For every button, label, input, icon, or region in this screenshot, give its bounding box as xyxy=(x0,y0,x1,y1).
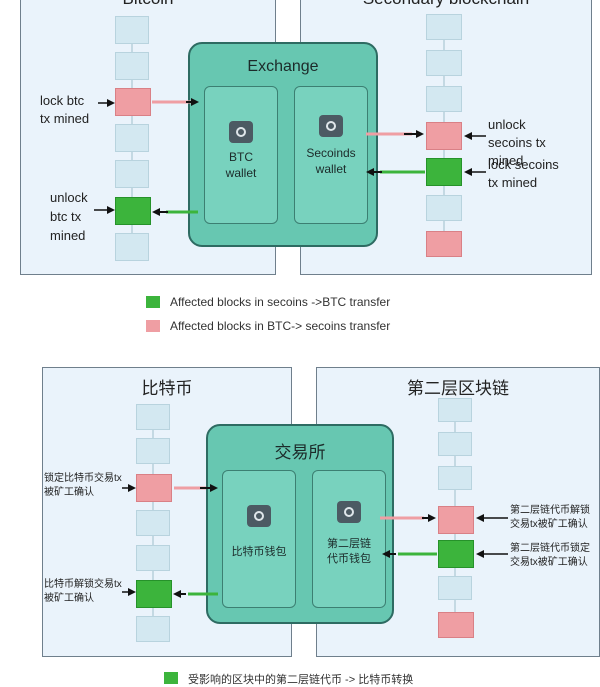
block-unlock-btc-cn xyxy=(136,580,172,608)
legend-green-text: Affected blocks in secoins ->BTC transfe… xyxy=(170,295,391,309)
unlock-secoins-label-cn: 第二层链代币解锁交易tx被矿工确认 xyxy=(510,505,590,530)
bitcoin-panel-title-cn: 比特币 xyxy=(141,379,193,398)
legend-green-text-cn: 受影响的区块中的第二层链代币 -> 比特币转换 xyxy=(188,674,414,686)
block xyxy=(115,16,149,44)
block xyxy=(115,233,149,261)
safe-icon xyxy=(337,501,361,523)
btc-wallet: BTC wallet xyxy=(204,86,278,224)
exchange-box-cn: 交易所 比特币钱包 第二层链代币钱包 xyxy=(206,424,394,624)
block-final xyxy=(426,231,462,257)
secoins-wallet: Secoinds wallet xyxy=(294,86,368,224)
exchange-title: Exchange xyxy=(247,58,319,75)
btc-wallet-label: BTC wallet xyxy=(225,150,257,180)
block xyxy=(438,466,472,490)
btc-wallet-cn: 比特币钱包 xyxy=(222,470,296,608)
unlock-secoins-label: unlock secoins tx mined xyxy=(488,117,546,168)
safe-icon xyxy=(229,121,253,143)
unlock-btc-label: unlock btc tx mined xyxy=(50,190,88,243)
block xyxy=(115,52,149,80)
exchange-title-cn: 交易所 xyxy=(274,443,326,462)
block xyxy=(426,14,462,40)
block xyxy=(136,616,170,642)
block xyxy=(136,438,170,464)
legend-green-swatch-cn xyxy=(164,672,178,684)
lock-btc-label: lock btc tx mined xyxy=(40,93,90,126)
block xyxy=(115,160,149,188)
lock-btc-label-cn: 锁定比特币交易tx被矿工确认 xyxy=(44,473,122,498)
block-lock-secoins xyxy=(426,158,462,186)
block xyxy=(438,432,472,456)
unlock-btc-label-cn: 比特币解锁交易tx被矿工确认 xyxy=(44,579,122,604)
block-unlock-secoins-cn xyxy=(438,506,474,534)
block-unlock-secoins xyxy=(426,122,462,150)
block xyxy=(136,404,170,430)
legend-pink-text: Affected blocks in BTC-> secoins transfe… xyxy=(170,319,391,333)
secoins-wallet-label: Secoinds wallet xyxy=(306,146,356,176)
secondary-blockchain-panel-title-cn: 第二层区块链 xyxy=(407,379,509,398)
legend-green-swatch xyxy=(146,296,160,308)
block-lock-secoins-cn xyxy=(438,540,474,568)
block xyxy=(115,124,149,152)
block-lock-btc-cn xyxy=(136,474,172,502)
btc-wallet-label-cn: 比特币钱包 xyxy=(231,546,287,558)
block xyxy=(438,398,472,422)
block xyxy=(438,576,472,600)
lock-secoins-label-cn: 第二层链代币锁定交易tx被矿工确认 xyxy=(510,543,590,568)
block-lock-btc xyxy=(115,88,151,116)
exchange-box: Exchange BTC wallet Secoinds wallet xyxy=(188,42,378,247)
block-unlock-btc xyxy=(115,197,151,225)
safe-icon xyxy=(319,115,343,137)
block xyxy=(426,195,462,221)
secoins-wallet-label-cn: 第二层链代币钱包 xyxy=(327,538,371,565)
block xyxy=(136,510,170,536)
block xyxy=(426,50,462,76)
block xyxy=(426,86,462,112)
secondary-blockchain-panel-title: Secondary blockchain xyxy=(301,0,591,9)
block xyxy=(136,545,170,571)
block-final-cn xyxy=(438,612,474,638)
secoins-wallet-cn: 第二层链代币钱包 xyxy=(312,470,386,608)
safe-icon xyxy=(247,505,271,527)
legend-pink-swatch xyxy=(146,320,160,332)
lock-secoins-label: lock secoins tx mined xyxy=(488,157,559,190)
bitcoin-panel-title: Bitcoin xyxy=(21,0,275,9)
